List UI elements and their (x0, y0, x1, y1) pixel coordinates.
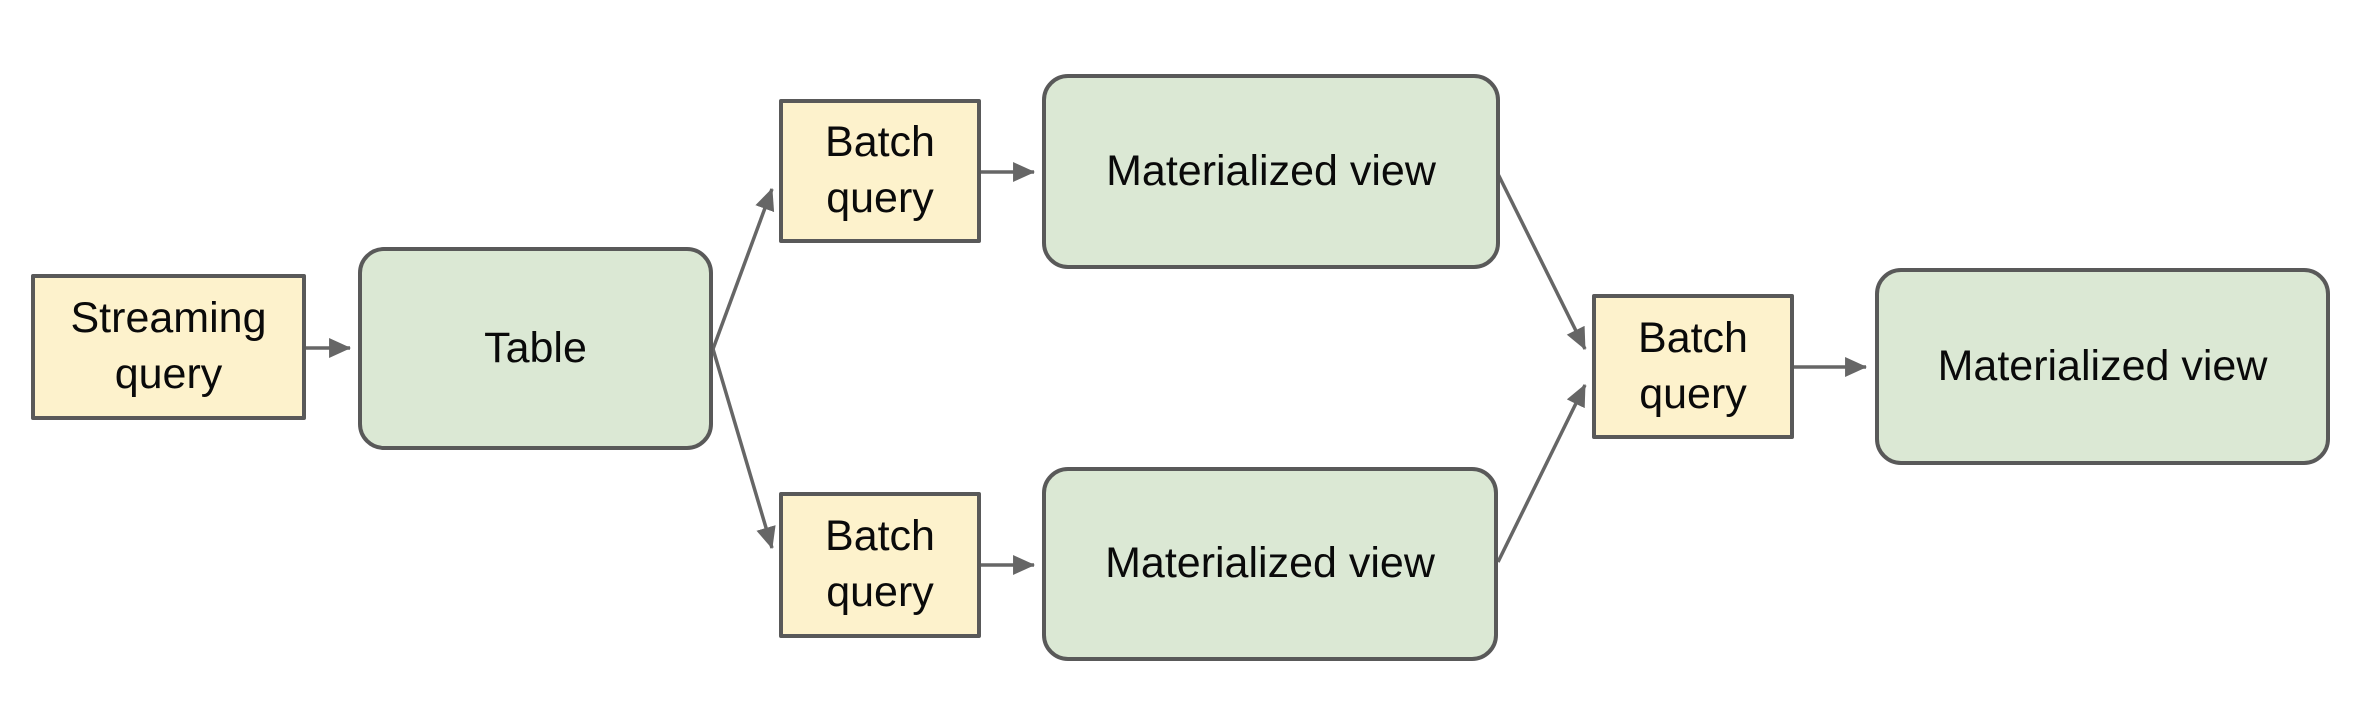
arrow-view-bottom-to-batch-right (1496, 384, 1587, 563)
node-materialized-view-top-label: Materialized view (1106, 146, 1436, 195)
arrow-table-to-batch-top (711, 188, 775, 350)
node-batch-query-bottom: Batch query (779, 492, 981, 638)
node-materialized-view-right: Materialized view (1875, 268, 2330, 465)
node-streaming-query-label: Streaming query (70, 294, 267, 398)
arrow-view-top-to-batch-right (1495, 171, 1587, 350)
node-materialized-view-bottom-label: Materialized view (1105, 539, 1435, 588)
node-batch-query-bottom-label: Batch query (825, 512, 935, 616)
node-streaming-query: Streaming query (31, 274, 306, 420)
arrow-table-to-batch-bottom (711, 348, 776, 550)
node-materialized-view-right-label: Materialized view (1937, 341, 2268, 390)
node-table: Table (358, 247, 713, 450)
node-materialized-view-bottom: Materialized view (1042, 467, 1498, 661)
node-batch-query-right: Batch query (1592, 294, 1794, 439)
node-batch-query-top: Batch query (779, 99, 981, 243)
node-batch-query-top-label: Batch query (825, 118, 935, 222)
node-table-label: Table (484, 323, 587, 372)
node-batch-query-right-label: Batch query (1638, 313, 1748, 418)
node-materialized-view-top: Materialized view (1042, 74, 1500, 269)
